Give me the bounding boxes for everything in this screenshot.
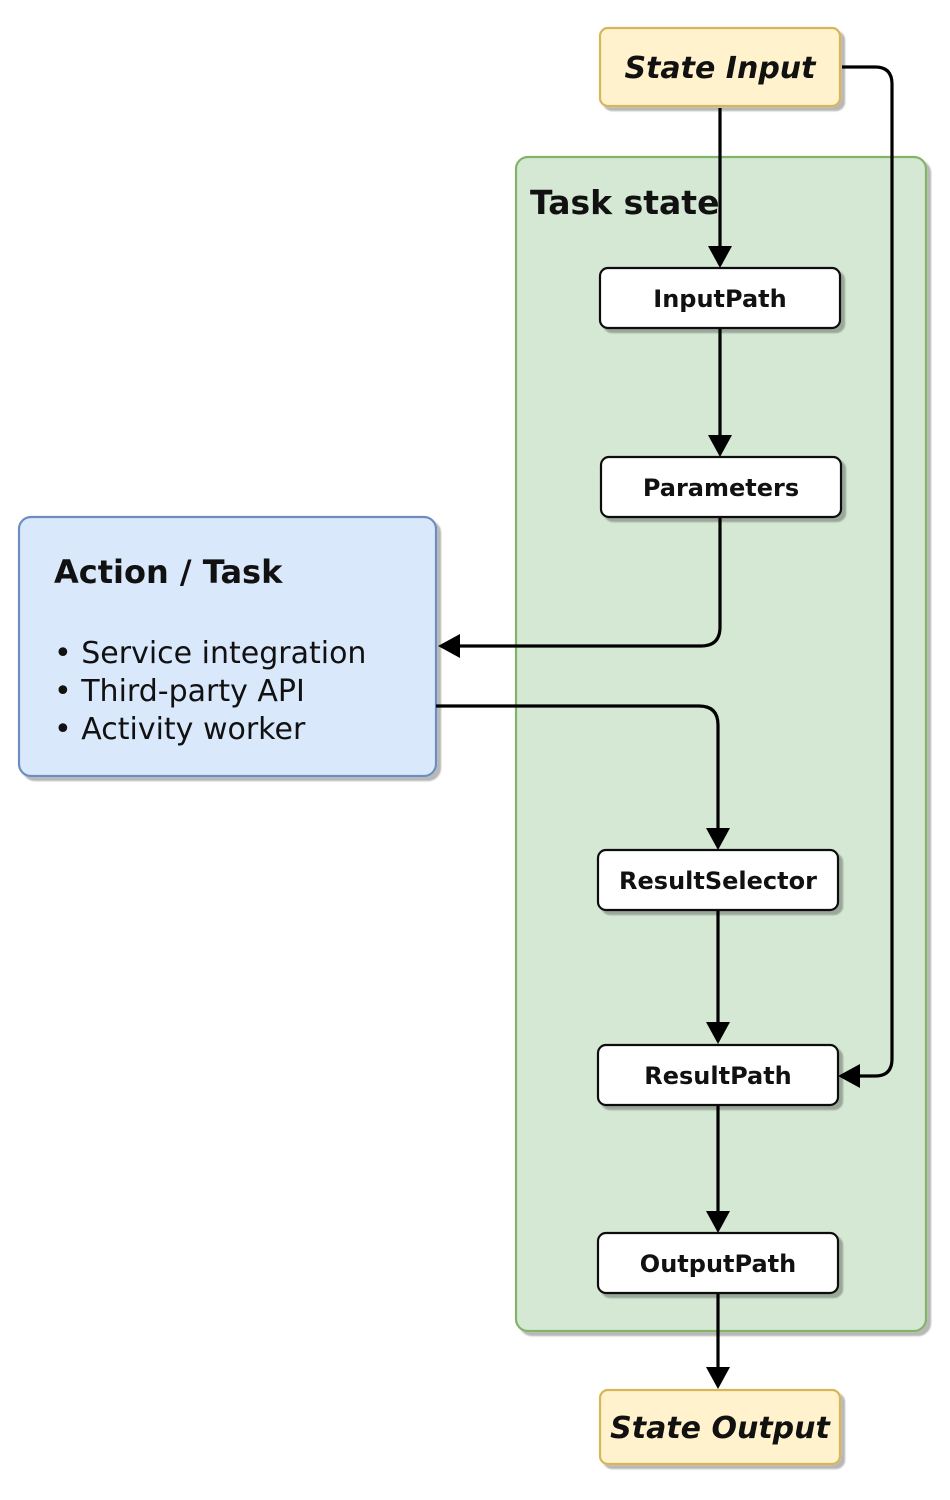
state-output-label: State Output	[610, 1411, 831, 1446]
inputpath-label: InputPath	[653, 285, 786, 313]
task-state-title: Task state	[530, 183, 719, 222]
action-item-activity-worker: • Activity worker	[54, 712, 306, 747]
state-input-bypass-edge	[842, 65, 894, 1078]
outputpath-label: OutputPath	[640, 1250, 796, 1278]
action-input-arrowhead	[438, 634, 460, 658]
state-output-arrowhead	[706, 1367, 730, 1389]
inputpath-arrowhead	[708, 246, 732, 268]
action-task-title: Action / Task	[54, 553, 283, 591]
resultselector-arrowhead	[706, 828, 730, 850]
parameters-node	[599, 455, 843, 519]
outputpath-node	[596, 1231, 840, 1295]
state-output-node	[598, 1388, 842, 1466]
resultselector-node	[596, 848, 840, 912]
resultpath-node	[596, 1043, 840, 1107]
action-item-third-party-api: • Third-party API	[54, 674, 305, 709]
parameters-label: Parameters	[643, 474, 799, 502]
action-to-resultselector-edge	[436, 704, 720, 829]
outputpath-arrowhead	[706, 1211, 730, 1233]
state-input-label: State Input	[624, 51, 817, 86]
state-input-node	[598, 26, 842, 108]
parameters-to-action-edge	[460, 518, 722, 648]
parameters-arrowhead	[708, 435, 732, 457]
resultpath-arrowhead	[706, 1022, 730, 1044]
resultpath-label: ResultPath	[644, 1062, 792, 1090]
bypass-resultpath-arrowhead	[838, 1064, 860, 1088]
action-task-box	[17, 515, 438, 778]
action-item-service-integration: • Service integration	[54, 636, 366, 671]
inputpath-node	[598, 266, 842, 330]
resultselector-label: ResultSelector	[619, 867, 817, 895]
